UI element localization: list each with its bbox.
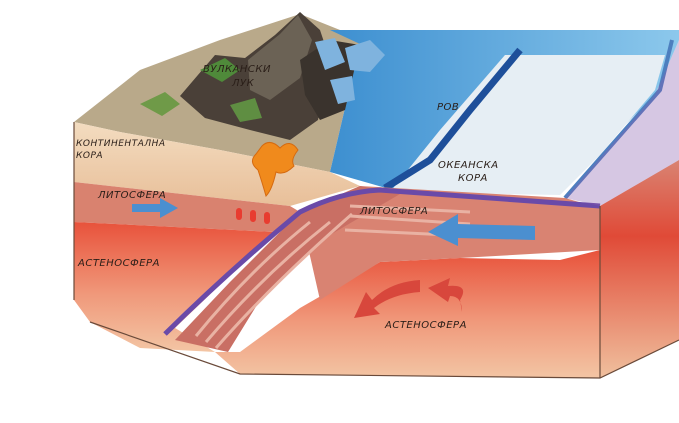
label-volcanic-arc-2: ЛУК — [231, 78, 255, 89]
label-lithosphere-left: ЛИТОСФЕРА — [97, 190, 166, 201]
label-oceanic-crust: ОКЕАНСКА — [438, 160, 499, 171]
label-lithosphere-right: ЛИТОСФЕРА — [359, 206, 428, 217]
label-volcanic-arc: ВУЛКАНСКИ — [203, 64, 271, 75]
label-oceanic-crust-2: КОРА — [458, 173, 488, 184]
label-continental-crust-2: КОРА — [76, 151, 103, 161]
label-asthenosphere-left: АСТЕНОСФЕРА — [77, 258, 160, 269]
label-continental-crust: КОНТИНЕНТАЛНА — [76, 139, 166, 149]
label-asthenosphere-bottom: АСТЕНОСФЕРА — [384, 320, 467, 331]
label-trench: РОВ — [437, 102, 459, 113]
